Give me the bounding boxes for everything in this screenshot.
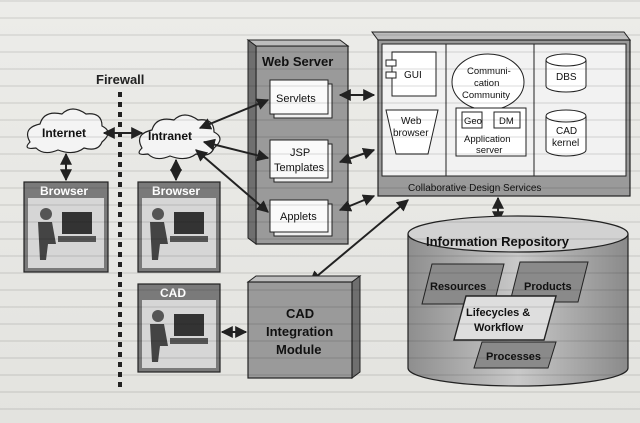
firewall-label: Firewall xyxy=(96,72,144,87)
lifecycles-workflow-panel: Lifecycles & Workflow xyxy=(453,295,557,341)
cad-kernel-label-2: kernel xyxy=(552,138,579,149)
gui-component: GUI xyxy=(385,51,437,97)
arrow-intranet-applets xyxy=(195,149,269,213)
arrow-intranet-servlets xyxy=(198,98,270,130)
lifecycles-label: Lifecycles & xyxy=(466,307,530,319)
products-panel: Products xyxy=(509,261,589,303)
dbs-label: DBS xyxy=(556,72,577,83)
cad-kernel-cylinder: CAD kernel xyxy=(545,109,587,157)
information-repository-cylinder: Information Repository Resources Product… xyxy=(407,215,629,387)
comm-label-1: Communi- xyxy=(467,66,511,77)
comm-label-3: Community xyxy=(462,90,510,101)
processes-panel: Processes xyxy=(473,341,557,369)
application-server-component: Geo DM Application server xyxy=(455,107,527,157)
browser-label: browser xyxy=(393,128,429,139)
dbs-cylinder: DBS xyxy=(545,53,587,93)
internet-label: Internet xyxy=(42,126,86,140)
comm-label-2: cation xyxy=(474,78,499,89)
browser-right-label: Browser xyxy=(152,184,200,198)
web-browser-component: Web browser xyxy=(385,109,439,155)
cad-client: CAD xyxy=(137,283,221,373)
web-label: Web xyxy=(401,116,422,127)
cad-client-label: CAD xyxy=(160,286,186,300)
cad-module-label-3: Module xyxy=(276,342,322,357)
browser-client-left: Browser xyxy=(23,181,109,273)
servlets-label: Servlets xyxy=(276,93,316,105)
repository-title: Information Repository xyxy=(426,234,570,249)
jsp-label: JSP xyxy=(290,147,310,159)
dm-label: DM xyxy=(499,116,514,127)
geo-label: Geo xyxy=(464,116,482,127)
person-at-computer-icon xyxy=(150,208,208,260)
cad-kernel-label-1: CAD xyxy=(556,126,577,137)
processes-label: Processes xyxy=(486,351,541,363)
web-server-title: Web Server xyxy=(262,54,333,69)
cad-integration-module-block: CAD Integration Module xyxy=(246,275,362,379)
browser-left-label: Browser xyxy=(40,184,88,198)
collab-services-caption: Collaborative Design Services xyxy=(408,183,541,194)
intranet-label: Intranet xyxy=(148,129,192,143)
arrow-collab-cad-module xyxy=(309,199,409,283)
collaborative-design-services-block: GUI Web browser Communi- cation Communit… xyxy=(371,31,631,197)
workflow-label: Workflow xyxy=(474,322,524,334)
cad-module-label-2: Integration xyxy=(266,324,333,339)
servlets-doc: Servlets xyxy=(269,79,333,119)
gui-label: GUI xyxy=(404,70,422,81)
web-server-block: Web Server Servlets JSP Templates Applet… xyxy=(246,39,350,245)
resources-label: Resources xyxy=(430,281,486,293)
templates-label: Templates xyxy=(274,162,325,174)
person-at-computer-icon xyxy=(150,310,208,362)
jsp-templates-doc: JSP Templates xyxy=(269,139,333,183)
app-server-label-1: Application xyxy=(464,134,510,145)
app-server-label-2: server xyxy=(476,145,502,156)
products-label: Products xyxy=(524,281,572,293)
cad-module-label-1: CAD xyxy=(286,306,314,321)
internet-cloud: Internet xyxy=(26,108,109,154)
arrow-jsp-collab xyxy=(338,147,376,165)
person-at-computer-icon xyxy=(38,208,96,260)
applets-label: Applets xyxy=(280,211,317,223)
